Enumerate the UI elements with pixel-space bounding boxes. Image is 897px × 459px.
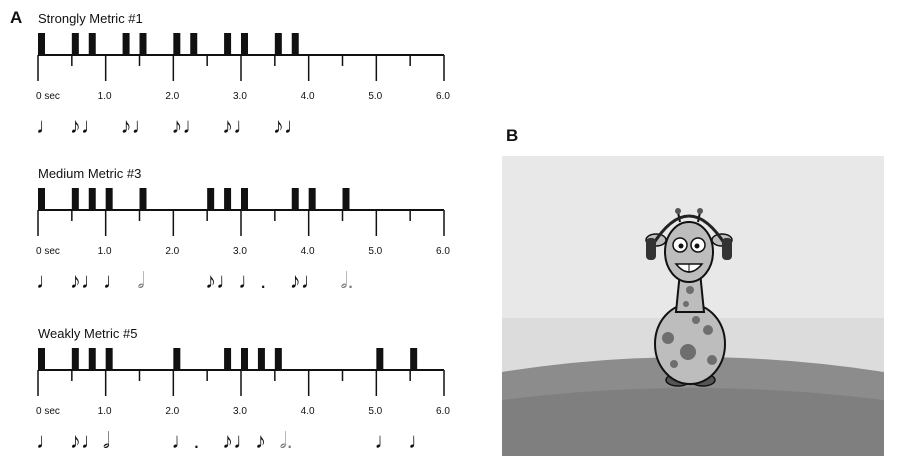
note-glyph: ♩ bbox=[36, 428, 58, 453]
onset-bar bbox=[88, 188, 96, 210]
onset-bar bbox=[291, 188, 299, 210]
rhythm-title: Medium Metric #3 bbox=[38, 166, 141, 181]
note-glyph: ♪♩ bbox=[273, 113, 306, 138]
onset-bar bbox=[122, 33, 130, 55]
onset-bar bbox=[38, 33, 45, 55]
note-glyph: ♪♩♩ bbox=[70, 268, 125, 293]
rhythm-3: Weakly Metric #5 0 sec 1.0 2.0 3.0 4.0 5.0 6.0 ♩… bbox=[36, 326, 450, 453]
onset-bar bbox=[224, 188, 232, 210]
rhythm-2: Medium Metric #3 0 sec 1.0 2.0 3.0 4.0 5.0 6.0 ♩… bbox=[36, 166, 450, 293]
note-glyph: ♪♩ bbox=[290, 268, 323, 293]
tick-label: 5.0 bbox=[368, 246, 382, 257]
onset-bar bbox=[207, 188, 215, 210]
onset-bar bbox=[71, 188, 79, 210]
note-glyph: ♪♩𝅗𝅥 bbox=[70, 428, 110, 453]
onset-bar bbox=[224, 33, 232, 55]
note-glyph: ♩ bbox=[36, 113, 58, 138]
tick-label: 6.0 bbox=[436, 246, 450, 257]
tick-label: 2.0 bbox=[165, 91, 179, 102]
onset-bar bbox=[88, 33, 96, 55]
onset-bar bbox=[38, 348, 45, 370]
onset-bar bbox=[241, 188, 248, 210]
tick-label: 1.0 bbox=[98, 406, 112, 417]
onset-bar bbox=[274, 348, 282, 370]
giraffe-scene bbox=[502, 156, 884, 456]
tick-label: 5.0 bbox=[368, 406, 382, 417]
note-glyph: ♩ bbox=[408, 428, 430, 453]
onset-bar bbox=[38, 188, 45, 210]
panel-a-label: A bbox=[10, 8, 23, 27]
onset-bar bbox=[224, 348, 232, 370]
note-glyph: 𝅗𝅥 bbox=[138, 268, 145, 293]
rhythm-title: Strongly Metric #1 bbox=[38, 11, 143, 26]
tick-label: 4.0 bbox=[301, 246, 315, 257]
note-glyph: ♩ bbox=[36, 268, 58, 293]
tick-label: 6.0 bbox=[436, 91, 450, 102]
scene-ground-shade bbox=[502, 388, 884, 456]
note-glyph: ♪♩♪ bbox=[222, 428, 266, 453]
onset-bar bbox=[173, 33, 181, 55]
note-glyph: ♩ bbox=[374, 428, 396, 453]
note-glyph: ♩. bbox=[171, 428, 199, 453]
onset-bar bbox=[71, 33, 79, 55]
note-glyph: 𝅗𝅥. bbox=[341, 268, 354, 293]
onset-bar bbox=[190, 33, 198, 55]
tick-label: 1.0 bbox=[98, 246, 112, 257]
tick-label: 0 sec bbox=[36, 91, 60, 102]
onset-bar bbox=[173, 348, 181, 370]
tick-label: 1.0 bbox=[98, 91, 112, 102]
onset-bar bbox=[257, 348, 265, 370]
note-glyph: ♪♩ bbox=[171, 113, 204, 138]
tick-label: 2.0 bbox=[165, 246, 179, 257]
note-glyph: ♪♩ bbox=[222, 113, 255, 138]
onset-bar bbox=[308, 188, 316, 210]
tick-label: 6.0 bbox=[436, 406, 450, 417]
tick-label: 2.0 bbox=[165, 406, 179, 417]
tick-label: 0 sec bbox=[36, 406, 60, 417]
onset-bar bbox=[88, 348, 96, 370]
note-glyph: ♪♩ bbox=[70, 113, 103, 138]
onset-bar bbox=[139, 188, 147, 210]
onset-bar bbox=[139, 33, 147, 55]
giraffe-icon bbox=[645, 208, 733, 387]
tick-label: 3.0 bbox=[233, 91, 247, 102]
rhythm-panels: Strongly Metric #1 0 sec 1.0 2.0 3.0 4.0 5.0 6.… bbox=[36, 11, 450, 453]
onset-bar bbox=[241, 348, 248, 370]
tick-label: 4.0 bbox=[301, 91, 315, 102]
panel-b-label: B bbox=[506, 126, 519, 145]
onset-bar bbox=[105, 188, 113, 210]
tick-label: 3.0 bbox=[233, 246, 247, 257]
onset-bar bbox=[410, 348, 418, 370]
tick-label: 5.0 bbox=[368, 91, 382, 102]
note-glyph: 𝅗𝅥. bbox=[280, 428, 293, 453]
onset-bar bbox=[376, 348, 384, 370]
onset-bar bbox=[105, 348, 113, 370]
onset-bar bbox=[291, 33, 299, 55]
onset-bar bbox=[71, 348, 79, 370]
tick-label: 4.0 bbox=[301, 406, 315, 417]
rhythm-title: Weakly Metric #5 bbox=[38, 326, 137, 341]
tick-label: 0 sec bbox=[36, 246, 60, 257]
note-glyph: ♪♩ bbox=[121, 113, 154, 138]
rhythm-1: Strongly Metric #1 0 sec 1.0 2.0 3.0 4.0 5.0 6.… bbox=[36, 11, 450, 138]
onset-bar bbox=[274, 33, 282, 55]
note-glyph: ♪♩♩. bbox=[205, 268, 266, 293]
onset-bar bbox=[241, 33, 248, 55]
onset-bar bbox=[342, 188, 350, 210]
tick-label: 3.0 bbox=[233, 406, 247, 417]
